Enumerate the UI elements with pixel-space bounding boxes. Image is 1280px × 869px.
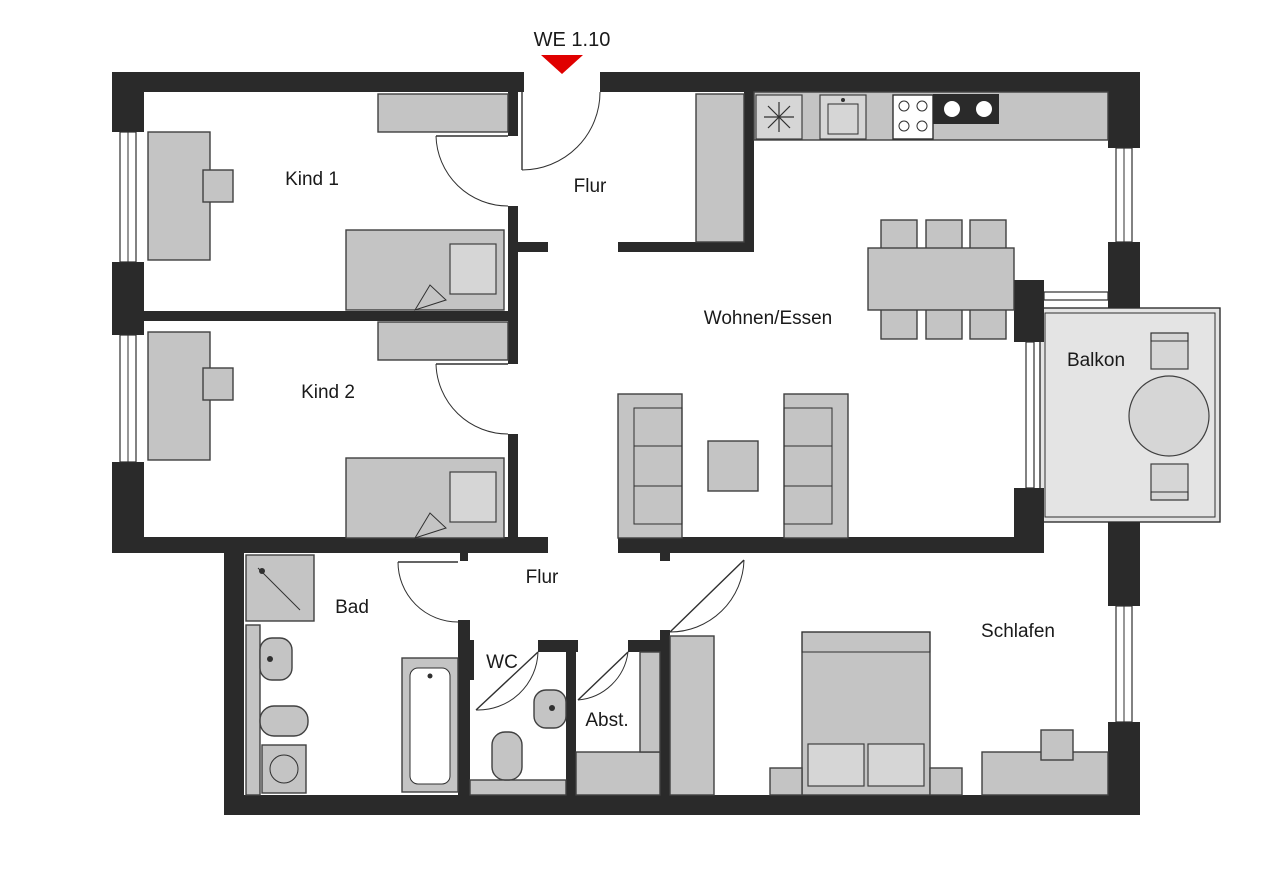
bath-cabinet <box>245 624 261 796</box>
kind1-furniture <box>147 93 509 311</box>
storage-shelf <box>575 751 661 796</box>
chair <box>202 169 234 203</box>
bedroom-chair <box>1040 729 1074 761</box>
desk <box>147 131 211 261</box>
balcony-chair-top <box>1150 332 1189 370</box>
washbasin <box>259 637 293 681</box>
living-set <box>617 393 849 539</box>
bedroom-wardrobe <box>669 635 715 796</box>
shower <box>245 554 315 622</box>
wc-toilet <box>491 731 523 781</box>
room-label-abst: Abst. <box>585 710 628 731</box>
balcony-chair-bottom <box>1150 463 1189 501</box>
chair <box>202 367 234 401</box>
storage-shelf-side <box>639 651 661 753</box>
wc-counter <box>469 779 567 796</box>
room-label-balkon: Balkon <box>1067 350 1125 371</box>
balcony <box>1039 307 1221 523</box>
storage-fixtures <box>575 651 661 796</box>
room-label-schlafen: Schlafen <box>981 621 1055 642</box>
washing-machine <box>261 744 307 794</box>
toilet <box>259 705 309 737</box>
unit-label: WE 1.10 <box>534 29 611 51</box>
room-label-bad: Bad <box>335 597 369 618</box>
wc-fixtures <box>469 689 567 796</box>
desk <box>147 331 211 461</box>
room-label-kind1: Kind 1 <box>285 169 339 190</box>
doors <box>397 91 745 711</box>
kitchen <box>695 91 1109 243</box>
dining-table <box>867 247 1015 311</box>
bathroom-fixtures <box>245 554 459 796</box>
room-label-kind2: Kind 2 <box>301 382 355 403</box>
tall-cabinet <box>695 93 745 243</box>
room-label-flur-bottom: Flur <box>526 567 559 588</box>
sofa-left <box>617 393 683 539</box>
wardrobe <box>377 93 509 133</box>
wardrobe <box>377 321 509 361</box>
dining-set <box>867 219 1015 340</box>
coffee-table <box>707 440 759 492</box>
room-label-wc: WC <box>486 652 518 673</box>
entrance-marker-icon <box>541 55 583 74</box>
kind2-furniture <box>147 321 509 539</box>
bedroom-furniture <box>669 631 1109 796</box>
room-label-wohnen: Wohnen/Essen <box>704 308 833 329</box>
nightstand <box>929 767 963 796</box>
room-label-flur-top: Flur <box>574 176 607 197</box>
sofa-right <box>783 393 849 539</box>
windows <box>119 131 1133 723</box>
nightstand <box>769 767 803 796</box>
cooktop <box>892 94 934 140</box>
balcony-table <box>1128 375 1210 457</box>
walls <box>112 72 1140 815</box>
